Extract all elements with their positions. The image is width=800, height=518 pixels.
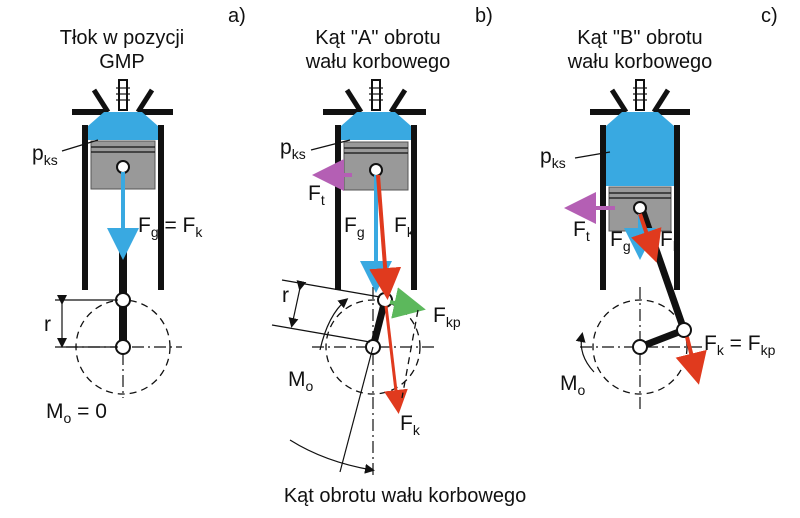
force-label-a: Fg = Fk xyxy=(138,214,203,240)
panel-c-title-line2: wału korbowego xyxy=(567,51,713,73)
cylinder-wall-right-a xyxy=(158,125,164,290)
force-equation-label-c: Fk = Fkp xyxy=(704,332,776,358)
panel-c-title-line1: Kąt "B" obrotu xyxy=(577,27,702,49)
panel-c: Kąt "B" obrotu wału korbowego c) xyxy=(540,5,778,410)
force-fk-arrow-b xyxy=(369,174,402,300)
spark-plug-icon xyxy=(118,79,128,111)
pressure-label-a: pks xyxy=(32,142,58,168)
pressure-label-c: pks xyxy=(540,145,566,171)
force-fk-arrow-c xyxy=(631,213,662,263)
crank-pin-a xyxy=(115,292,131,308)
combustion-chamber-b xyxy=(341,112,411,140)
force-fkp-label-b: Fkp xyxy=(433,304,461,330)
force-ft-label-b: Ft xyxy=(308,182,325,208)
force-fkp-arrow-b xyxy=(389,287,426,319)
crank-pin-b xyxy=(377,292,393,308)
force-fk-fkp-arrow-c xyxy=(675,336,707,385)
cylinder-head-a xyxy=(72,79,173,115)
panel-c-tag: c) xyxy=(761,5,778,27)
cylinder-wall-left-a xyxy=(82,125,88,290)
pressure-label-b: pks xyxy=(280,136,306,162)
panel-b-title-line1: Kąt "A" obrotu xyxy=(315,27,440,49)
panel-b-tag: b) xyxy=(475,5,493,27)
spark-plug-icon xyxy=(371,79,381,111)
moment-label-a: Mo = 0 xyxy=(46,400,107,426)
moment-label-c: Mo xyxy=(560,372,586,398)
force-fg-label-c: Fg xyxy=(610,228,631,254)
combustion-chamber-a xyxy=(88,112,158,140)
panel-a-title-line2: GMP xyxy=(99,51,145,73)
panel-a-tag: a) xyxy=(228,5,246,27)
force-ft-label-c: Ft xyxy=(573,218,590,244)
radius-label-b: r xyxy=(282,284,289,307)
cylinder-wall-right-b xyxy=(411,125,417,290)
crank-circle-b xyxy=(325,299,421,395)
crank-angle-caption: Kąt obrotu wału korbowego xyxy=(284,485,526,507)
force-fk-label-b: Fk xyxy=(394,214,415,240)
cylinder-head-b xyxy=(323,79,426,115)
panel-b: Kąt "A" obrotu wału korbowego b) xyxy=(271,5,526,507)
force-fk-decomposed-arrow-b xyxy=(383,305,408,414)
radius-label-a: r xyxy=(44,313,51,336)
crank-arm-b xyxy=(369,299,389,348)
spark-plug-icon xyxy=(635,79,645,111)
cylinder-head-c xyxy=(590,79,690,115)
combustion-chamber-c xyxy=(606,112,674,186)
crankshaft-axis-a xyxy=(115,339,131,355)
cylinder-wall-right-c xyxy=(674,125,680,290)
force-fk-label-c: Fk xyxy=(660,228,681,254)
force-fk-bottom-label-b: Fk xyxy=(400,412,421,438)
piston-pin-b xyxy=(369,163,383,177)
moment-label-b: Mo xyxy=(288,368,314,394)
force-fg-label-b: Fg xyxy=(344,214,365,240)
crank-circle-c xyxy=(592,299,688,395)
panel-b-title-line2: wału korbowego xyxy=(305,51,451,73)
cylinder-wall-left-b xyxy=(335,125,341,290)
piston-pin-a xyxy=(116,160,130,174)
crank-pin-c xyxy=(676,322,692,338)
panel-a-title-line1: Tłok w pozycji xyxy=(60,27,184,49)
panel-a: Tłok w pozycji GMP a) pks xyxy=(32,5,246,426)
crankshaft-axis-c xyxy=(632,339,648,355)
